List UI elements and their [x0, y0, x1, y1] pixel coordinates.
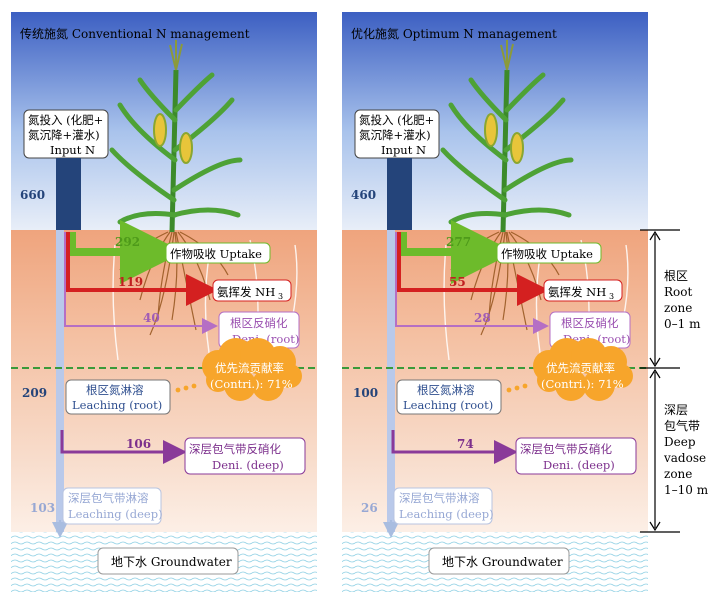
contribution-cloud — [202, 338, 302, 401]
contribution-label-cn: 优先流贡献率 — [215, 361, 284, 375]
uptake-box — [165, 242, 271, 264]
panel-conventional: 传统施氮 Conventional N management 氮投入 (化肥+氮沉… — [11, 12, 317, 592]
leaching-root-value: 209 — [22, 386, 47, 400]
input-flow-bar — [387, 158, 412, 230]
volatilization-value: 55 — [449, 275, 466, 289]
groundwater-box — [428, 547, 570, 575]
zone-deep-line-5: zone — [664, 467, 692, 481]
leaching-root-label-cn: 根区氮淋溶 — [417, 383, 475, 397]
volatilization-value: 119 — [118, 275, 143, 289]
deni-deep-label-cn: 深层包气带反硝化 — [189, 442, 281, 456]
deni-deep-value: 106 — [126, 437, 151, 451]
input-label-3: Input N — [50, 143, 95, 157]
deni-deep-value: 74 — [457, 437, 474, 451]
deni-root-value: 40 — [143, 311, 160, 325]
deni-root-label-cn: 根区反硝化 — [230, 316, 288, 330]
contribution-cloud — [533, 338, 633, 401]
corn-plant-icon — [440, 40, 574, 233]
groundwater-label: 地下水 Groundwater — [111, 555, 232, 569]
leaching-column — [387, 230, 395, 532]
leaching-deep-label-en: Leaching (deep) — [68, 507, 163, 521]
groundwater-label: 地下水 Groundwater — [442, 555, 563, 569]
zone-root-line-3: zone — [664, 301, 692, 315]
deni-deep-arrow — [391, 430, 518, 464]
leaching-root-box — [396, 379, 502, 415]
contribution-label-cn: 优先流贡献率 — [546, 361, 615, 375]
input-value: 460 — [351, 188, 376, 202]
deni-root-arrow — [64, 232, 218, 334]
volatilization-subscript: 3 — [609, 292, 614, 301]
deni-deep-label-en: Deni. (deep) — [543, 458, 615, 472]
leaching-deep-box — [62, 487, 162, 525]
deni-root-value: 28 — [474, 311, 491, 325]
deni-deep-box — [515, 437, 637, 475]
zone-root-line-4: 0–1 m — [664, 317, 701, 331]
input-value: 660 — [20, 188, 45, 202]
leaching-root-label-cn: 根区氮淋溶 — [86, 383, 144, 397]
leaching-deep-value: 26 — [361, 501, 378, 515]
leaching-deep-label-en: Leaching (deep) — [399, 507, 494, 521]
volatilization-label: 氨挥发 NH — [548, 285, 606, 299]
uptake-value: 292 — [115, 235, 140, 249]
uptake-label: 作物吸收 Uptake — [170, 247, 262, 261]
uptake-value: 277 — [446, 235, 471, 249]
volatilization-arrow — [397, 232, 549, 306]
input-label-2: 氮沉降+灌水) — [359, 128, 431, 142]
uptake-label: 作物吸收 Uptake — [501, 247, 593, 261]
input-label-1: 氮投入 (化肥+ — [28, 113, 103, 127]
volatilization-box — [543, 279, 623, 302]
input-label-1: 氮投入 (化肥+ — [359, 113, 434, 127]
input-label-2: 氮沉降+灌水) — [28, 128, 100, 142]
uptake-box — [496, 242, 602, 264]
zone-legend: 根区 Root zone 0–1 m 深层 包气带 Deep vadose zo… — [640, 229, 709, 533]
zone-deep-line-2: 包气带 — [664, 418, 700, 433]
leaching-root-value: 100 — [353, 386, 378, 400]
deni-deep-label-cn: 深层包气带反硝化 — [520, 442, 612, 456]
volatilization-arrow — [66, 232, 218, 306]
panel-optimum: 优化施氮 Optimum N management 氮投入 (化肥+氮沉降+灌水)… — [342, 12, 648, 592]
leaching-column — [56, 230, 64, 532]
leaching-root-label-en: Leaching (root) — [403, 398, 493, 412]
zone-deep-line-6: 1–10 m — [664, 483, 709, 497]
deni-deep-box — [184, 437, 306, 475]
deni-deep-label-en: Deni. (deep) — [212, 458, 284, 472]
volatilization-label: 氨挥发 NH — [217, 285, 275, 299]
zone-deep-line-3: Deep — [664, 435, 696, 449]
uptake-arrow — [68, 220, 184, 284]
zone-deep-line-4: vadose — [663, 451, 706, 465]
leaching-deep-label-cn: 深层包气带淋溶 — [399, 491, 480, 505]
leaching-root-box — [65, 379, 171, 415]
contribution-label-en: (Contri.): 71% — [210, 377, 293, 391]
zone-root-line-2: Root — [664, 285, 692, 299]
zone-deep-line-1: 深层 — [664, 403, 688, 417]
zone-root-line-1: 根区 — [664, 269, 688, 283]
groundwater-box — [97, 547, 239, 575]
deni-deep-arrow — [60, 430, 187, 464]
deni-root-label-cn: 根区反硝化 — [561, 316, 619, 330]
volatilization-box — [212, 279, 292, 302]
leaching-deep-value: 103 — [30, 501, 55, 515]
input-label-3: Input N — [381, 143, 426, 157]
volatilization-subscript: 3 — [278, 292, 283, 301]
deni-root-arrow — [395, 232, 549, 334]
leaching-deep-box — [393, 487, 493, 525]
leaching-deep-label-cn: 深层包气带淋溶 — [68, 491, 149, 505]
panel-title: 传统施氮 Conventional N management — [20, 26, 250, 41]
leaching-root-label-en: Leaching (root) — [72, 398, 162, 412]
uptake-arrow — [399, 220, 515, 284]
panel-title: 优化施氮 Optimum N management — [351, 26, 557, 41]
contribution-label-en: (Contri.): 71% — [541, 377, 624, 391]
input-flow-bar — [56, 158, 81, 230]
